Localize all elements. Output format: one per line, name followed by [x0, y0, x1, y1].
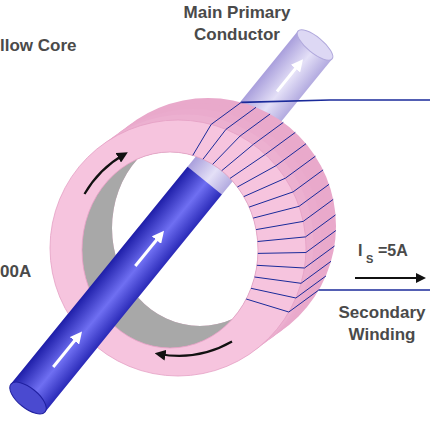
conductor-end-cap [293, 25, 337, 65]
winding-turn [230, 132, 295, 178]
winding-turn [249, 170, 323, 207]
current-direction-arrow [135, 235, 161, 267]
current-label: 00A [0, 262, 60, 282]
secondary-lead [241, 100, 430, 102]
secondary-winding-turns [193, 102, 336, 312]
current-direction-arrow [53, 335, 79, 367]
current-value: =5A [378, 242, 428, 260]
part-label: Main Primary Conductor [172, 2, 302, 46]
current-direction-arrow [277, 63, 300, 92]
winding-turn [257, 246, 335, 268]
winding-turn [258, 215, 336, 242]
secondary-current-arrow [355, 277, 422, 279]
winding-turn [246, 290, 319, 312]
conductor-end-cap [5, 376, 52, 419]
winding-turn [253, 184, 329, 218]
winding-turn [251, 276, 326, 298]
flux-arrow [159, 342, 232, 356]
winding-turn [193, 102, 241, 155]
winding-turn [203, 107, 256, 159]
primary-conductor-near [11, 167, 222, 412]
winding-turn [237, 144, 306, 187]
part-label: llow Core [0, 36, 110, 56]
winding-turn [244, 156, 316, 196]
primary-conductor-far [11, 31, 332, 412]
secondary-lead [319, 289, 430, 291]
current-subscript: S [366, 253, 378, 266]
winding-turn [258, 231, 336, 254]
part-label: Secondary Winding [334, 302, 430, 346]
flux-arrow [85, 155, 125, 195]
winding-turn [255, 261, 331, 283]
